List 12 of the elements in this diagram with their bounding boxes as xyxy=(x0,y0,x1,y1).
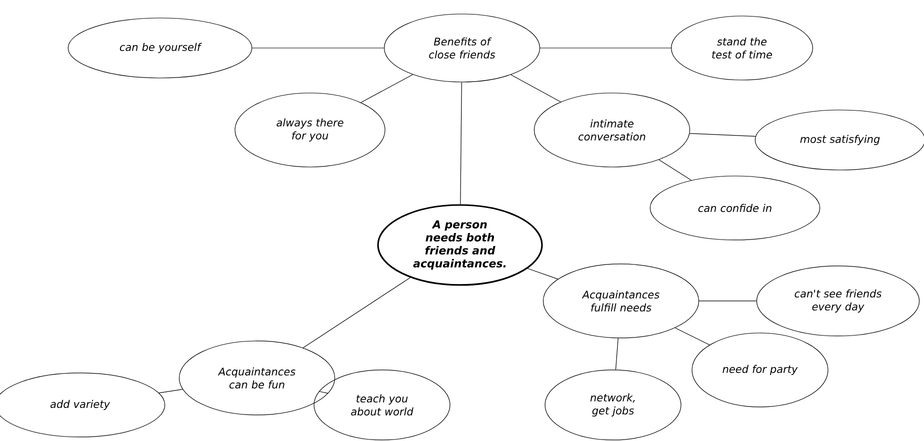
connector-line xyxy=(318,391,328,394)
connector-line xyxy=(689,133,756,137)
connector-line xyxy=(158,389,183,394)
connector-line xyxy=(658,159,692,181)
connector-line xyxy=(615,338,618,370)
connector-line xyxy=(460,82,462,204)
connector-line xyxy=(527,268,558,280)
connector-line xyxy=(674,328,710,346)
connector-line xyxy=(302,277,411,348)
connector-line xyxy=(510,74,561,102)
connector-line xyxy=(698,300,757,302)
connector-line xyxy=(360,74,413,103)
